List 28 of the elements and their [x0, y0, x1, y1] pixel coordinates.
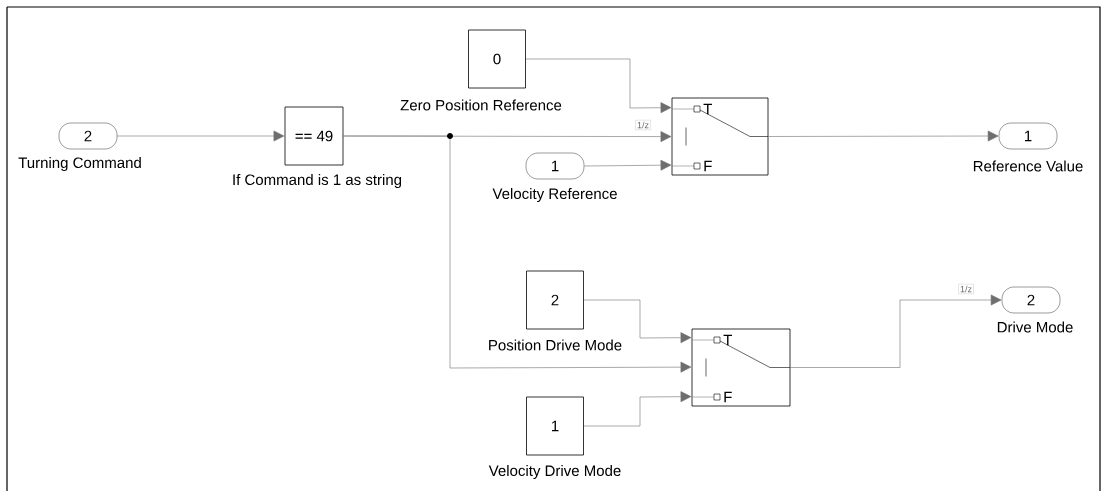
signal-line: [116, 130, 285, 142]
signal-line: [583, 159, 672, 171]
block-label: Velocity Reference: [492, 188, 617, 202]
block-label: Zero Position Reference: [400, 99, 562, 111]
constant-block: 1: [526, 396, 584, 456]
constant-block: 0: [468, 29, 526, 89]
switch-block: T F: [691, 328, 791, 407]
block-label: Drive Mode: [997, 321, 1073, 333]
port-block: 1: [525, 152, 585, 180]
port-block: 2: [1001, 286, 1061, 314]
signal-line: [343, 133, 692, 373]
switch-block: T F: [671, 97, 769, 176]
port-block: 2: [58, 122, 118, 150]
constant-block: == 49: [284, 106, 344, 166]
signal-line: [790, 294, 1002, 368]
block-label: Position Drive Mode: [489, 339, 622, 351]
signal-line: [583, 391, 692, 427]
edge-label: 1/z: [958, 284, 974, 294]
signal-line: [768, 130, 999, 142]
block-label: Turning Command: [18, 157, 141, 171]
edge-label: 1/z: [635, 120, 651, 130]
signal-line: [583, 299, 692, 344]
block-label: Velocity Drive Mode: [488, 465, 621, 479]
constant-block: 2: [526, 270, 584, 330]
port-block: 1: [998, 122, 1058, 150]
block-label: Reference Value: [973, 160, 1083, 172]
block-label: If Command is 1 as string: [233, 174, 402, 188]
signal-line: [525, 58, 672, 114]
